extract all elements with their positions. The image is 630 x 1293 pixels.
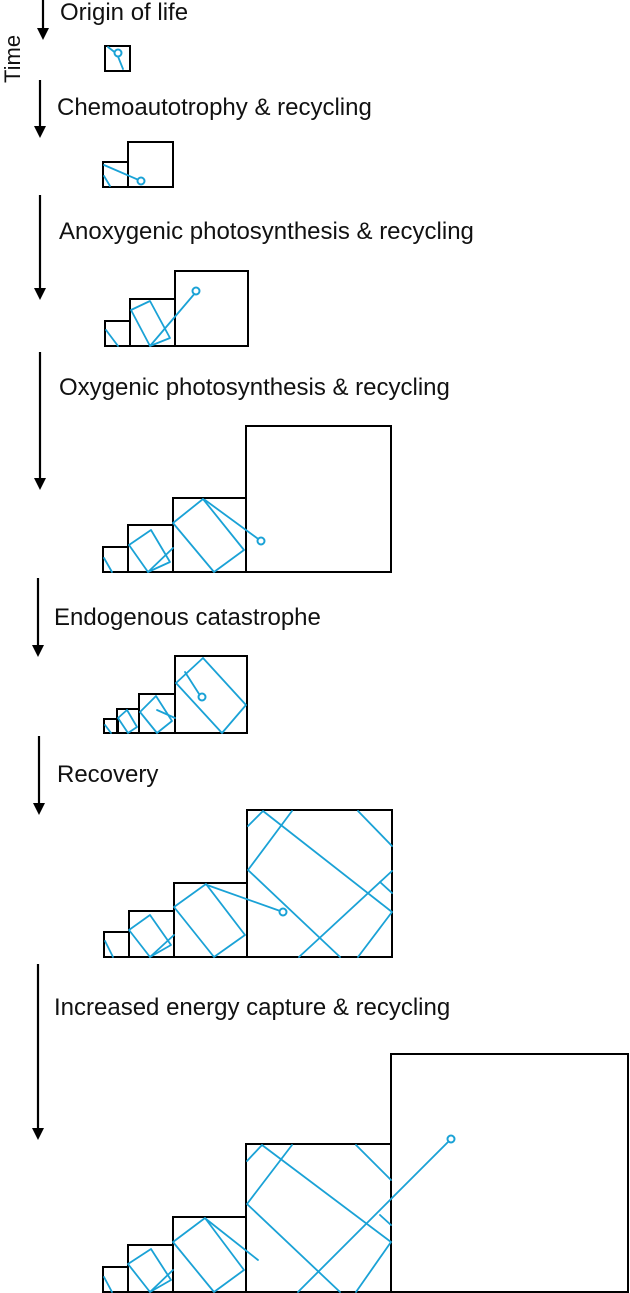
recycling-path [205, 1218, 259, 1261]
recycling-path [247, 810, 341, 958]
stage-origin-of-life: Origin of life [37, 0, 188, 72]
recycling-path [130, 300, 171, 347]
recycling-path [172, 1217, 245, 1293]
recycling-path [173, 883, 246, 958]
recycling-path [103, 164, 142, 182]
recycling-path [149, 934, 175, 958]
stage-anoxygenic-photosynthesis: Anoxygenic photosynthesis & recycling [34, 195, 474, 347]
energy-box [246, 809, 393, 958]
stage-label: Oxygenic photosynthesis & recycling [59, 374, 450, 401]
energy-boxes [104, 45, 131, 72]
stage-recovery: Recovery [33, 736, 393, 958]
energy-box [138, 693, 176, 734]
recycling-path [204, 499, 262, 542]
time-arrow-head [32, 645, 44, 657]
recycling-path [246, 1144, 341, 1293]
recycling-path [297, 1138, 452, 1293]
energy-box [127, 1244, 174, 1293]
stage-chemoautotrophy: Chemoautotrophy & recycling [34, 80, 372, 188]
recycling-path [246, 1144, 392, 1293]
stage-label: Recovery [57, 761, 158, 788]
recycling-path [103, 175, 111, 187]
energy-box [102, 1266, 129, 1293]
recycling-path [104, 940, 114, 958]
recycling-path [103, 557, 113, 573]
energy-dot [446, 1134, 456, 1144]
recycling-path [355, 1144, 392, 1181]
time-arrow-head [34, 478, 46, 490]
energy-dot [191, 286, 201, 296]
energy-box [174, 270, 249, 347]
stage-label: Increased energy capture & recycling [54, 994, 450, 1021]
recycling-path [379, 1214, 392, 1226]
energy-dot [113, 48, 123, 58]
recycling-path [139, 695, 173, 734]
energy-boxes [102, 141, 174, 188]
energy-dot [256, 536, 266, 546]
recycling-path [104, 724, 112, 734]
stage-oxygenic-photosynthesis: Oxygenic photosynthesis & recycling [34, 352, 450, 573]
energy-boxes [102, 1053, 629, 1293]
stage-label: Origin of life [60, 0, 188, 26]
energy-boxes [103, 655, 248, 734]
energy-boxes [104, 270, 249, 347]
recycling-path [184, 671, 202, 698]
energy-box [245, 425, 392, 573]
energy-box [102, 546, 129, 573]
energy-box [390, 1053, 629, 1293]
energy-box [174, 655, 248, 734]
energy-boxes [103, 809, 393, 958]
recycling-path [175, 657, 247, 734]
stage-label: Anoxygenic photosynthesis & recycling [59, 218, 474, 245]
recycling-path [379, 881, 393, 894]
time-arrow-head [33, 803, 45, 815]
energy-dot [278, 907, 288, 917]
recycling-path [357, 810, 393, 847]
recycling-path [206, 884, 284, 913]
recycling-path [128, 914, 172, 958]
time-arrow-head [32, 1128, 44, 1140]
recycling-path [172, 498, 245, 573]
energy-boxes [102, 425, 392, 573]
recycling-path [149, 291, 197, 347]
recycling-path [147, 547, 174, 573]
energy-box [245, 1143, 392, 1293]
time-arrow-head [37, 28, 49, 40]
stage-endogenous-catastrophe: Endogenous catastrophe [32, 578, 321, 734]
time-arrow-head [34, 288, 46, 300]
recycling-path [117, 709, 138, 734]
energy-dot [136, 176, 146, 186]
time-arrow-head [34, 126, 46, 138]
time-axis-label: Time [0, 35, 25, 83]
recycling-path [103, 1276, 113, 1293]
recycling-path [127, 1248, 172, 1293]
recycling-path [149, 1269, 174, 1293]
recycling-path [247, 810, 393, 958]
energy-dot [197, 692, 207, 702]
energy-box [127, 524, 174, 573]
stage-label: Chemoautotrophy & recycling [57, 94, 372, 121]
recycling-path [156, 709, 176, 719]
stage-label: Endogenous catastrophe [54, 604, 321, 631]
energy-box [104, 45, 131, 72]
recycling-path [105, 329, 119, 347]
energy-box [127, 141, 174, 188]
recycling-path [298, 870, 393, 958]
recycling-path [128, 529, 171, 573]
stage-increased-energy-capture: Increased energy capture & recycling [32, 964, 629, 1293]
